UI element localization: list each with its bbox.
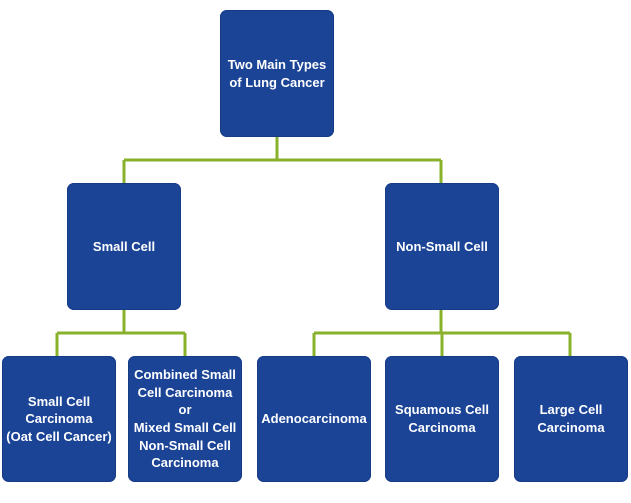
node-small-cell: Small Cell xyxy=(67,183,181,310)
node-squamous-cell: Squamous Cell Carcinoma xyxy=(385,356,499,482)
node-root: Two Main Types of Lung Cancer xyxy=(220,10,334,137)
node-small-cell-carcinoma: Small Cell Carcinoma (Oat Cell Cancer) xyxy=(2,356,116,482)
node-large-cell: Large Cell Carcinoma xyxy=(514,356,628,482)
node-combined-small-cell: Combined Small Cell Carcinoma or Mixed S… xyxy=(128,356,242,482)
node-adenocarcinoma: Adenocarcinoma xyxy=(257,356,371,482)
node-non-small-cell: Non-Small Cell xyxy=(385,183,499,310)
